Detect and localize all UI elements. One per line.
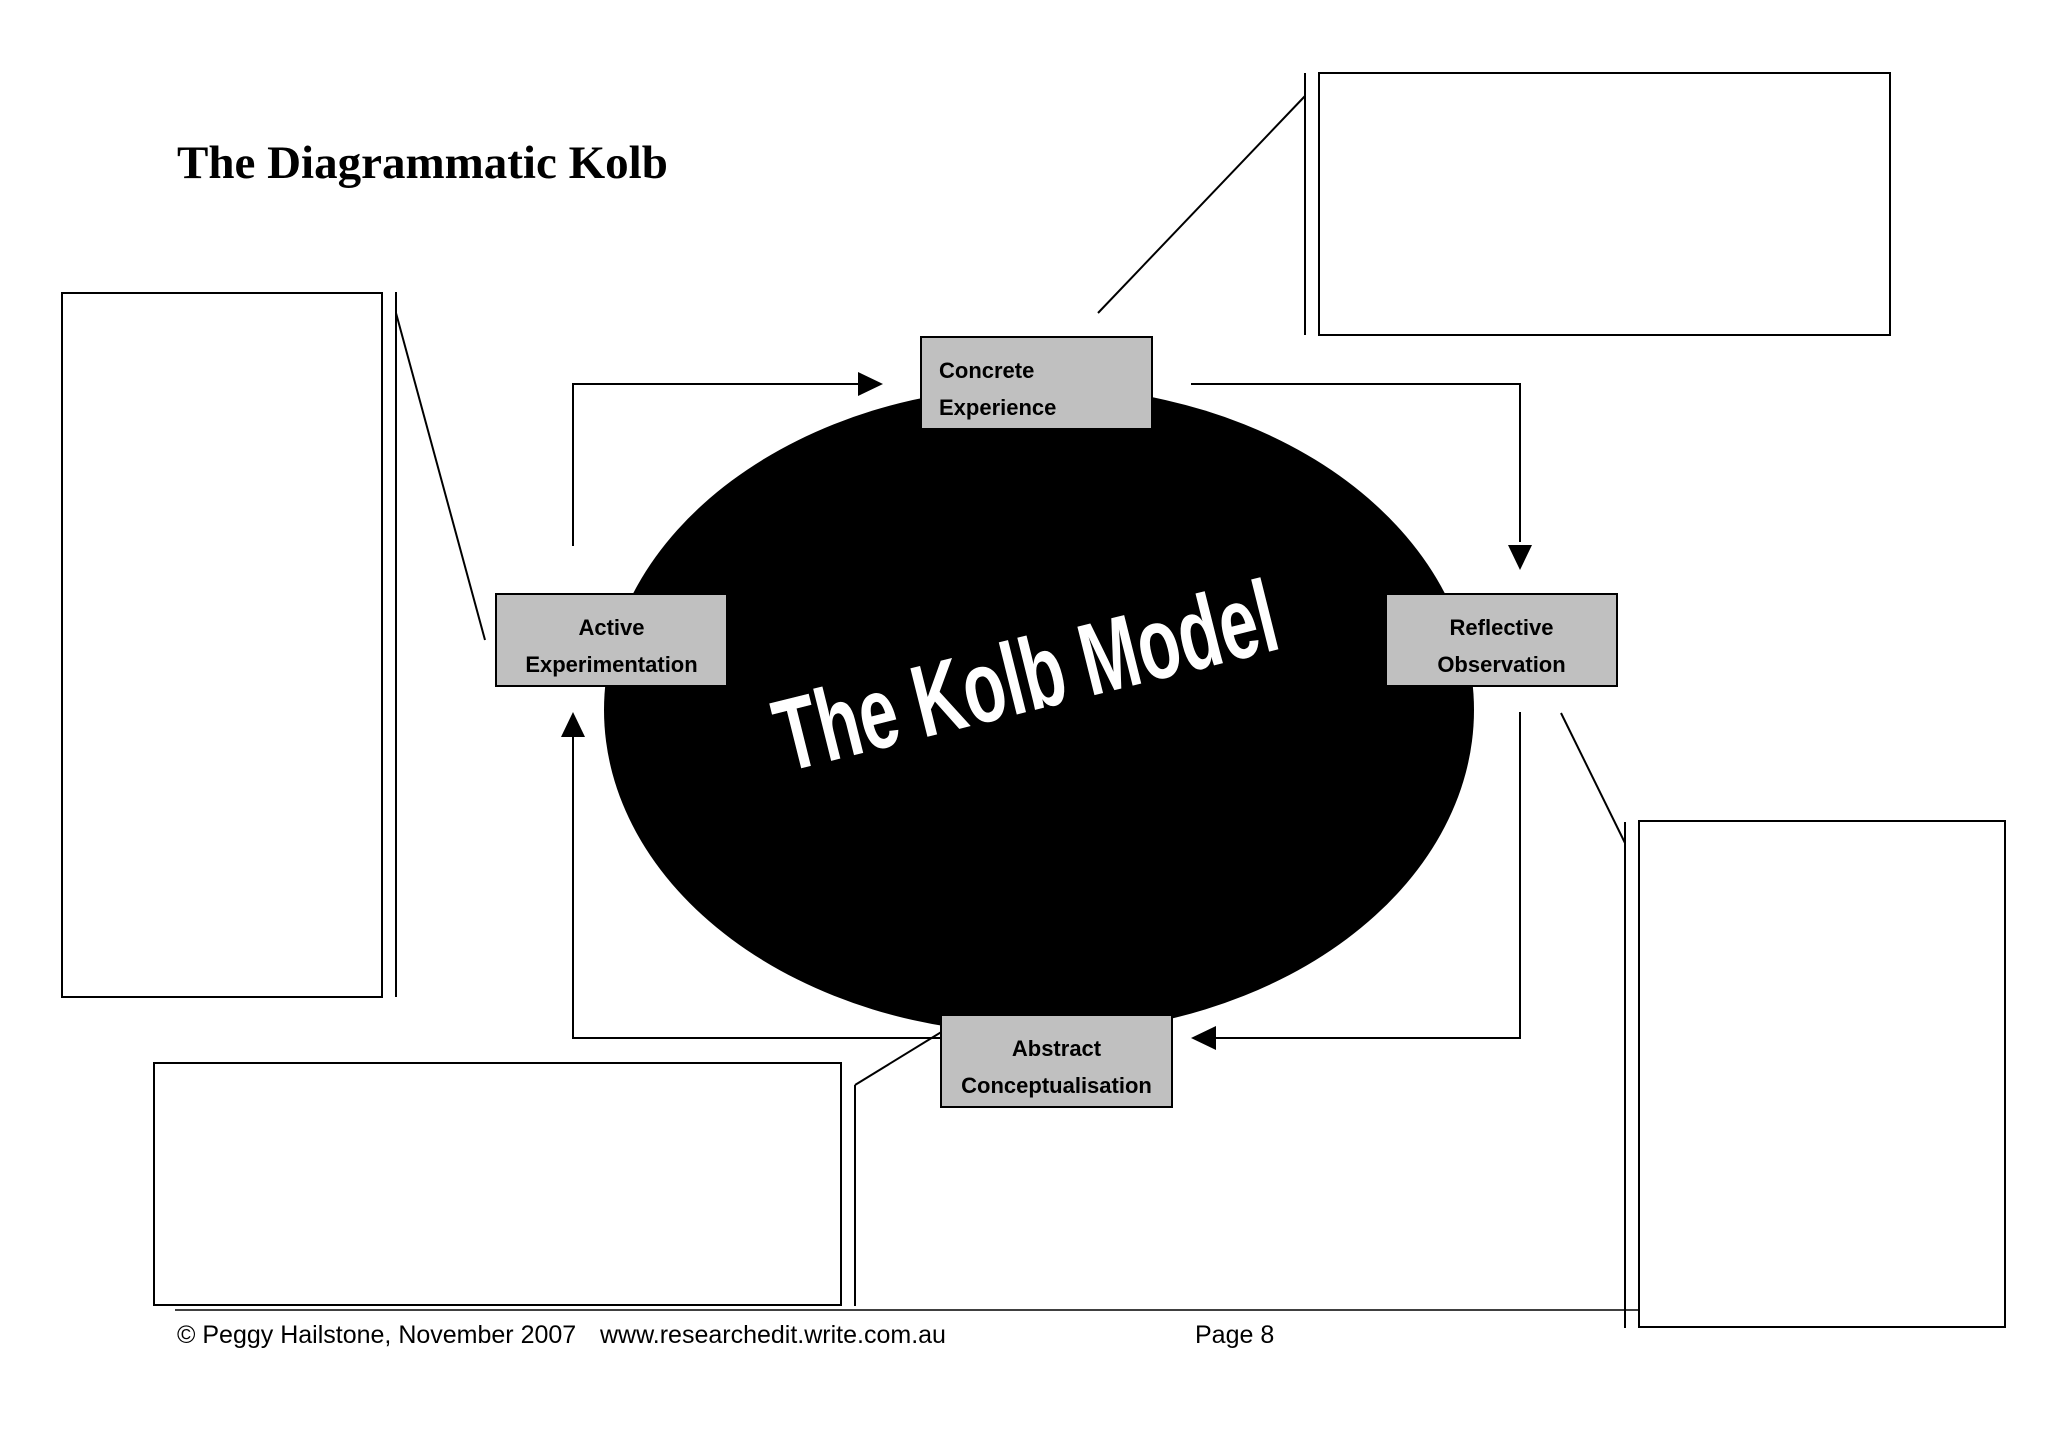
- stage-active-line2: Experimentation: [525, 652, 698, 677]
- stage-abstract-line1: Abstract: [1011, 1036, 1102, 1061]
- stage-reflective-observation: Reflective Observation: [1385, 593, 1618, 687]
- note-box-bottom-right[interactable]: [1638, 820, 2006, 1328]
- stage-abstract-conceptualisation: Abstract Conceptualisation: [940, 1014, 1173, 1108]
- arrowhead-active: [561, 712, 585, 737]
- stage-active-line1: Active: [578, 615, 645, 640]
- arrowhead-concrete: [858, 372, 883, 396]
- footer-page-number: Page 8: [1195, 1321, 1275, 1349]
- arrow-reflective-to-abstract: [1216, 712, 1521, 1039]
- stage-concrete-experience: Concrete Experience: [920, 336, 1153, 430]
- arrow-active-to-concrete: [572, 383, 858, 546]
- stage-concrete-line2: Experience: [939, 395, 1057, 420]
- model-ellipse: [604, 386, 1474, 1034]
- stage-concrete-line1: Concrete: [939, 358, 1035, 383]
- stage-reflective-line2: Observation: [1437, 652, 1566, 677]
- footer-copyright: © Peggy Hailstone, November 2007: [177, 1321, 577, 1349]
- callout-line-bottom-right: [1560, 712, 1626, 844]
- arrowhead-reflective: [1508, 545, 1532, 570]
- stage-abstract-line2: Conceptualisation: [961, 1073, 1152, 1098]
- arrow-abstract-to-active: [572, 733, 940, 1039]
- note-box-top-right[interactable]: [1318, 72, 1891, 336]
- note-box-left[interactable]: [61, 292, 383, 998]
- footer-website-link[interactable]: www.researchedit.write.com.au: [600, 1321, 946, 1349]
- callout-line-bottom-left: [854, 1030, 944, 1086]
- callout-line-left: [395, 312, 486, 641]
- stage-active-experimentation: Active Experimentation: [495, 593, 728, 687]
- arrowhead-abstract: [1191, 1026, 1216, 1050]
- callout-line-top-right: [1097, 95, 1306, 314]
- arrow-concrete-to-reflective: [1191, 383, 1521, 542]
- stage-reflective-line1: Reflective: [1449, 615, 1554, 640]
- page-title: The Diagrammatic Kolb: [177, 137, 668, 189]
- note-box-bottom-left[interactable]: [153, 1062, 842, 1306]
